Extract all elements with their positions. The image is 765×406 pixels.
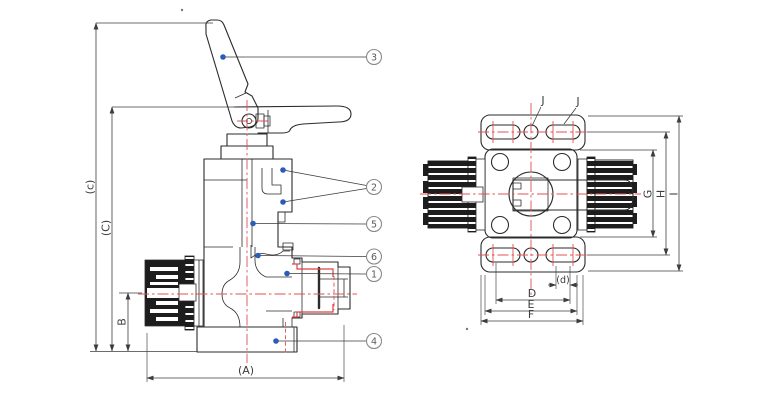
union-nut-left	[144, 255, 204, 331]
svg-text:6: 6	[371, 252, 377, 263]
leader-dot	[284, 270, 290, 277]
leader-dot	[220, 54, 226, 60]
hole-label-J2: J	[575, 95, 579, 108]
valve-body	[203, 158, 294, 328]
dim-label-C: (C)	[100, 220, 113, 236]
hole-label-J1: J	[540, 94, 544, 107]
side-view: (c) (C) B (A) 3	[84, 19, 383, 382]
dimensions-top-bottom: (d) D E F	[480, 263, 584, 325]
dim-label-E: E	[528, 298, 535, 311]
print-speck	[180, 8, 184, 12]
dimensions-side: (c) (C) B (A)	[84, 22, 345, 382]
top-view: J J G H I	[420, 94, 683, 325]
leader-dot	[250, 220, 256, 227]
callout-6: 6	[365, 248, 383, 265]
print-speck	[465, 327, 469, 331]
dim-label-d: (d)	[556, 275, 569, 286]
seal-line-bottom	[292, 304, 334, 318]
callout-2: 2	[365, 178, 383, 196]
leader-dot	[280, 167, 286, 173]
svg-text:3: 3	[371, 52, 377, 63]
svg-text:4: 4	[371, 336, 377, 347]
centerlines-top	[420, 103, 641, 296]
callout-5: 5	[365, 215, 383, 233]
union-nut-right-top	[577, 156, 637, 233]
seal-line-top	[292, 263, 334, 277]
callouts-side: 3 2 5 6 1 4	[220, 48, 383, 350]
callout-4: 4	[365, 332, 383, 350]
dim-label-I: I	[668, 192, 681, 195]
dim-label-F: F	[528, 308, 534, 321]
leader-dot	[273, 338, 279, 344]
svg-text:2: 2	[371, 182, 377, 193]
base-plate	[196, 326, 298, 353]
svg-text:1: 1	[371, 269, 377, 280]
svg-text:5: 5	[371, 219, 377, 230]
dim-label-G: G	[642, 190, 655, 199]
leader-dot	[280, 199, 286, 205]
dim-label-c: (c)	[84, 180, 97, 195]
flange-bottom	[480, 236, 586, 273]
flange-top	[480, 114, 586, 151]
union-connector-right	[282, 257, 351, 327]
union-nut-left-top	[423, 156, 486, 233]
dimensions-top-right: G H I	[580, 115, 683, 272]
leader-dot	[255, 252, 261, 259]
dim-label-H: H	[655, 190, 668, 198]
handle-bar-top	[512, 177, 634, 212]
handle-horizontal-outline	[233, 105, 352, 134]
dim-label-D: D	[528, 287, 536, 300]
hole-labels: J J	[531, 94, 580, 127]
handle-lever	[205, 19, 259, 129]
callout-3: 3	[365, 48, 383, 66]
centerlines-side	[138, 100, 357, 363]
dim-label-B: B	[116, 318, 129, 326]
dim-label-A: (A)	[238, 364, 254, 377]
callout-1: 1	[365, 265, 383, 283]
